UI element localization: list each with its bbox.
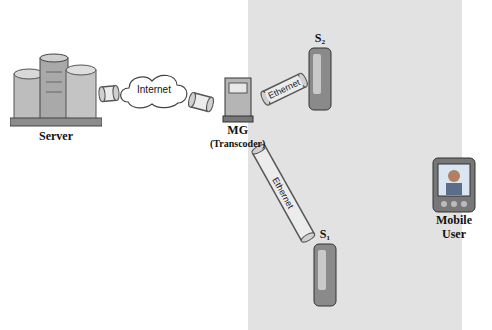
pipe-connector	[251, 143, 316, 244]
wireless-area	[248, 0, 462, 330]
server-node: Server	[10, 52, 102, 144]
gateway-node: MG(Transcoder)	[210, 74, 265, 149]
mobile-user: Mobile User	[426, 156, 482, 242]
access-point-icon	[308, 242, 342, 308]
access-point: S₂	[303, 32, 337, 112]
pda-icon	[429, 156, 479, 214]
access-point-icon	[303, 46, 337, 112]
node-label: Server	[39, 130, 73, 144]
pipe-connector	[98, 85, 119, 102]
node-label: Internet	[137, 84, 171, 96]
pipe-connector	[187, 92, 215, 113]
pipe-connector	[259, 72, 309, 106]
internet-cloud: Internet	[116, 70, 192, 110]
node-sublabel: (Transcoder)	[210, 138, 265, 150]
server-icon	[10, 52, 102, 130]
node-label: S₁	[320, 228, 330, 242]
transcoder-icon	[221, 74, 255, 124]
node-label: Mobile User	[426, 214, 482, 242]
access-point: S₁	[308, 228, 342, 308]
node-label: S₂	[315, 32, 325, 46]
node-label: MG	[227, 124, 248, 138]
